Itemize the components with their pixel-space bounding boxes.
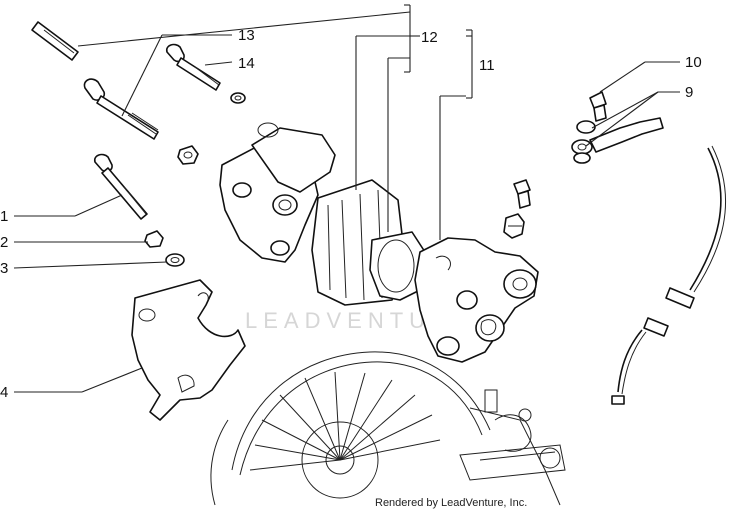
callout-9: 9 (685, 84, 693, 101)
brake-hose (611, 145, 726, 405)
credit-text: Rendered by LeadVenture, Inc. (375, 497, 527, 509)
bracket-4 (131, 279, 246, 421)
leader-lines (13, 4, 680, 393)
piston-boot (311, 179, 426, 306)
callout-10: 10 (685, 54, 702, 71)
caliper-carrier (219, 122, 336, 263)
nut-13 (177, 145, 199, 165)
bolt-1 (93, 153, 148, 220)
long-bolt-13 (83, 78, 159, 140)
pin-part (31, 21, 79, 61)
washer-3 (165, 253, 185, 267)
callout-4: 4 (0, 384, 8, 401)
washer-14 (230, 92, 246, 104)
caliper-body (414, 237, 539, 363)
wheel-assembly (210, 351, 566, 506)
callout-11: 11 (479, 57, 495, 74)
callout-13: 13 (238, 27, 255, 44)
callout-12: 12 (421, 29, 438, 46)
bolt-14 (165, 43, 221, 91)
bleed-fitting (503, 213, 525, 239)
banjo-bolt-10 (589, 91, 607, 122)
callout-1: 1 (0, 208, 8, 225)
callout-3: 3 (0, 260, 8, 277)
nut-2 (144, 230, 164, 248)
callout-2: 2 (0, 234, 8, 251)
banjo-fitting-9 (571, 117, 664, 164)
callout-14: 14 (238, 55, 255, 72)
bleed-screw (513, 179, 531, 209)
